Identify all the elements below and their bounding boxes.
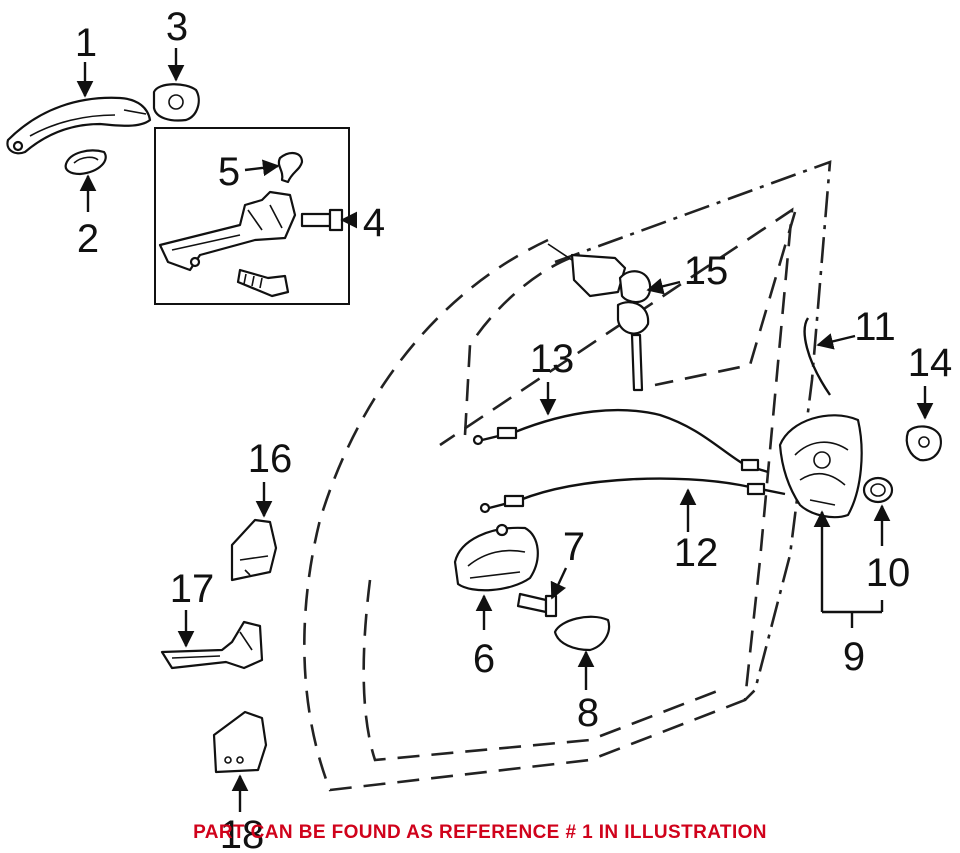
lower-hinge-part: [212, 710, 268, 774]
callout-14: 14: [908, 341, 953, 385]
key-cylinder-cover-part: [152, 83, 200, 122]
lock-cable-part: [472, 408, 769, 474]
lock-rod-part: [803, 317, 831, 396]
callout-6: 6: [473, 637, 495, 681]
callout-labels: 1 2 3 4 5 6 7 8 9 10 11 12 13 14 15 16 1…: [75, 5, 952, 853]
callout-11: 11: [854, 305, 896, 349]
handle-frame-part: [158, 190, 297, 272]
callout-13: 13: [530, 337, 575, 381]
callout-9: 9: [843, 635, 865, 679]
door-lock-assembly-part: [778, 414, 863, 519]
handle-pad-part: [64, 149, 107, 176]
callout-17: 17: [170, 567, 215, 611]
callout-12: 12: [674, 531, 719, 575]
inside-handle-part: [453, 523, 539, 592]
callout-8: 8: [577, 691, 599, 735]
callout-3: 3: [166, 5, 188, 49]
callout-2: 2: [77, 217, 99, 261]
bolt-part: [236, 268, 290, 298]
callout-7: 7: [563, 525, 585, 569]
callout-16: 16: [248, 437, 293, 481]
callout-10: 10: [866, 551, 911, 595]
callout-15: 15: [684, 249, 729, 293]
reference-note: PART CAN BE FOUND AS REFERENCE # 1 IN IL…: [193, 822, 767, 843]
lock-cylinder-part: [547, 243, 652, 392]
handle-cable-part: [479, 477, 786, 514]
callout-1: 1: [75, 21, 97, 65]
leader-lines: [76, 48, 934, 812]
clip-part: [277, 152, 304, 184]
upper-hinge-part: [230, 518, 278, 582]
screw-part: [300, 208, 344, 232]
callout-4: 4: [363, 201, 385, 245]
bushing-part: [862, 476, 894, 504]
screw-7-part: [516, 592, 558, 618]
striker-part: [905, 425, 942, 462]
outside-handle-part: [6, 96, 152, 155]
cover-8-part: [553, 615, 611, 652]
callout-18: 18: [220, 813, 265, 853]
door-check-part: [160, 620, 264, 670]
callout-5: 5: [218, 150, 240, 194]
